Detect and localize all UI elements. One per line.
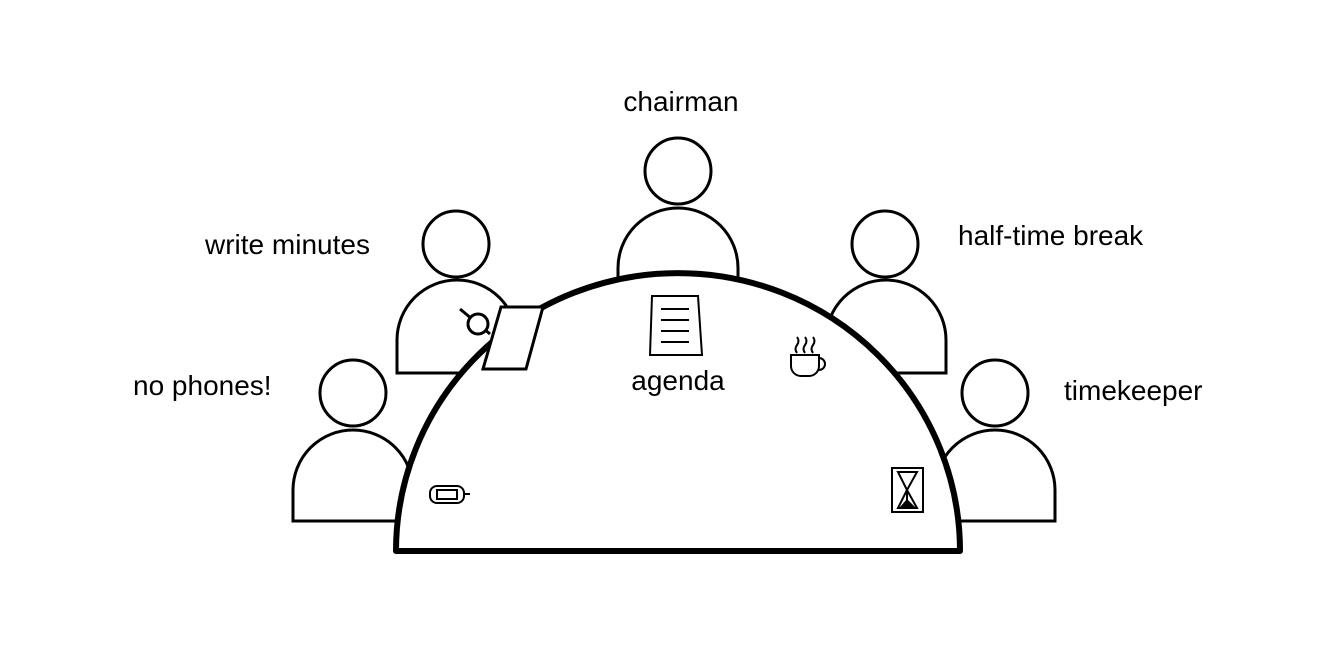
label-half-time-break: half-time break [958,220,1144,251]
label-no-phones: no phones! [133,370,272,401]
label-agenda: agenda [631,365,725,396]
notepad-icon [481,305,545,371]
label-chairman: chairman [623,86,738,117]
phone-icon [429,485,470,504]
coffee-cup-icon [790,336,826,377]
person-timekeeper [933,358,1057,523]
person-no-phones [291,358,415,523]
label-timekeeper: timekeeper [1064,375,1203,406]
hourglass-icon [891,467,924,513]
pen-icon [459,307,491,336]
meeting-table [393,270,963,554]
agenda-document-icon [648,295,704,356]
person-write-minutes [395,209,519,375]
label-write-minutes: write minutes [204,229,370,260]
